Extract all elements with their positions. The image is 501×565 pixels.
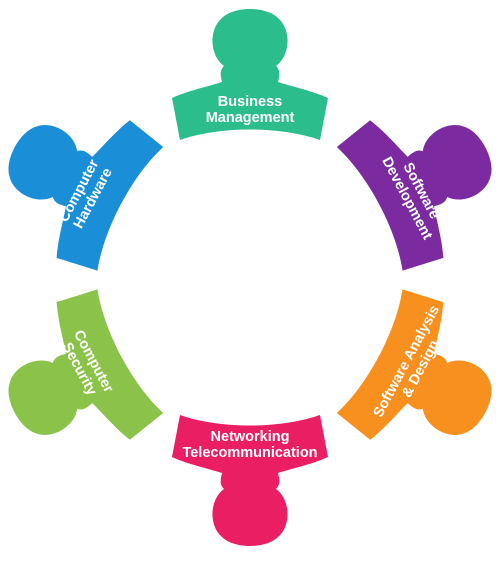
figure-label-line: Business	[218, 94, 282, 110]
figure-label-line: Management	[206, 110, 295, 126]
figure-software-analysis: Software Analysis& Design	[333, 282, 501, 482]
figure-label-line: Telecommunication	[182, 445, 317, 461]
figure-label-line: Networking	[211, 429, 290, 445]
